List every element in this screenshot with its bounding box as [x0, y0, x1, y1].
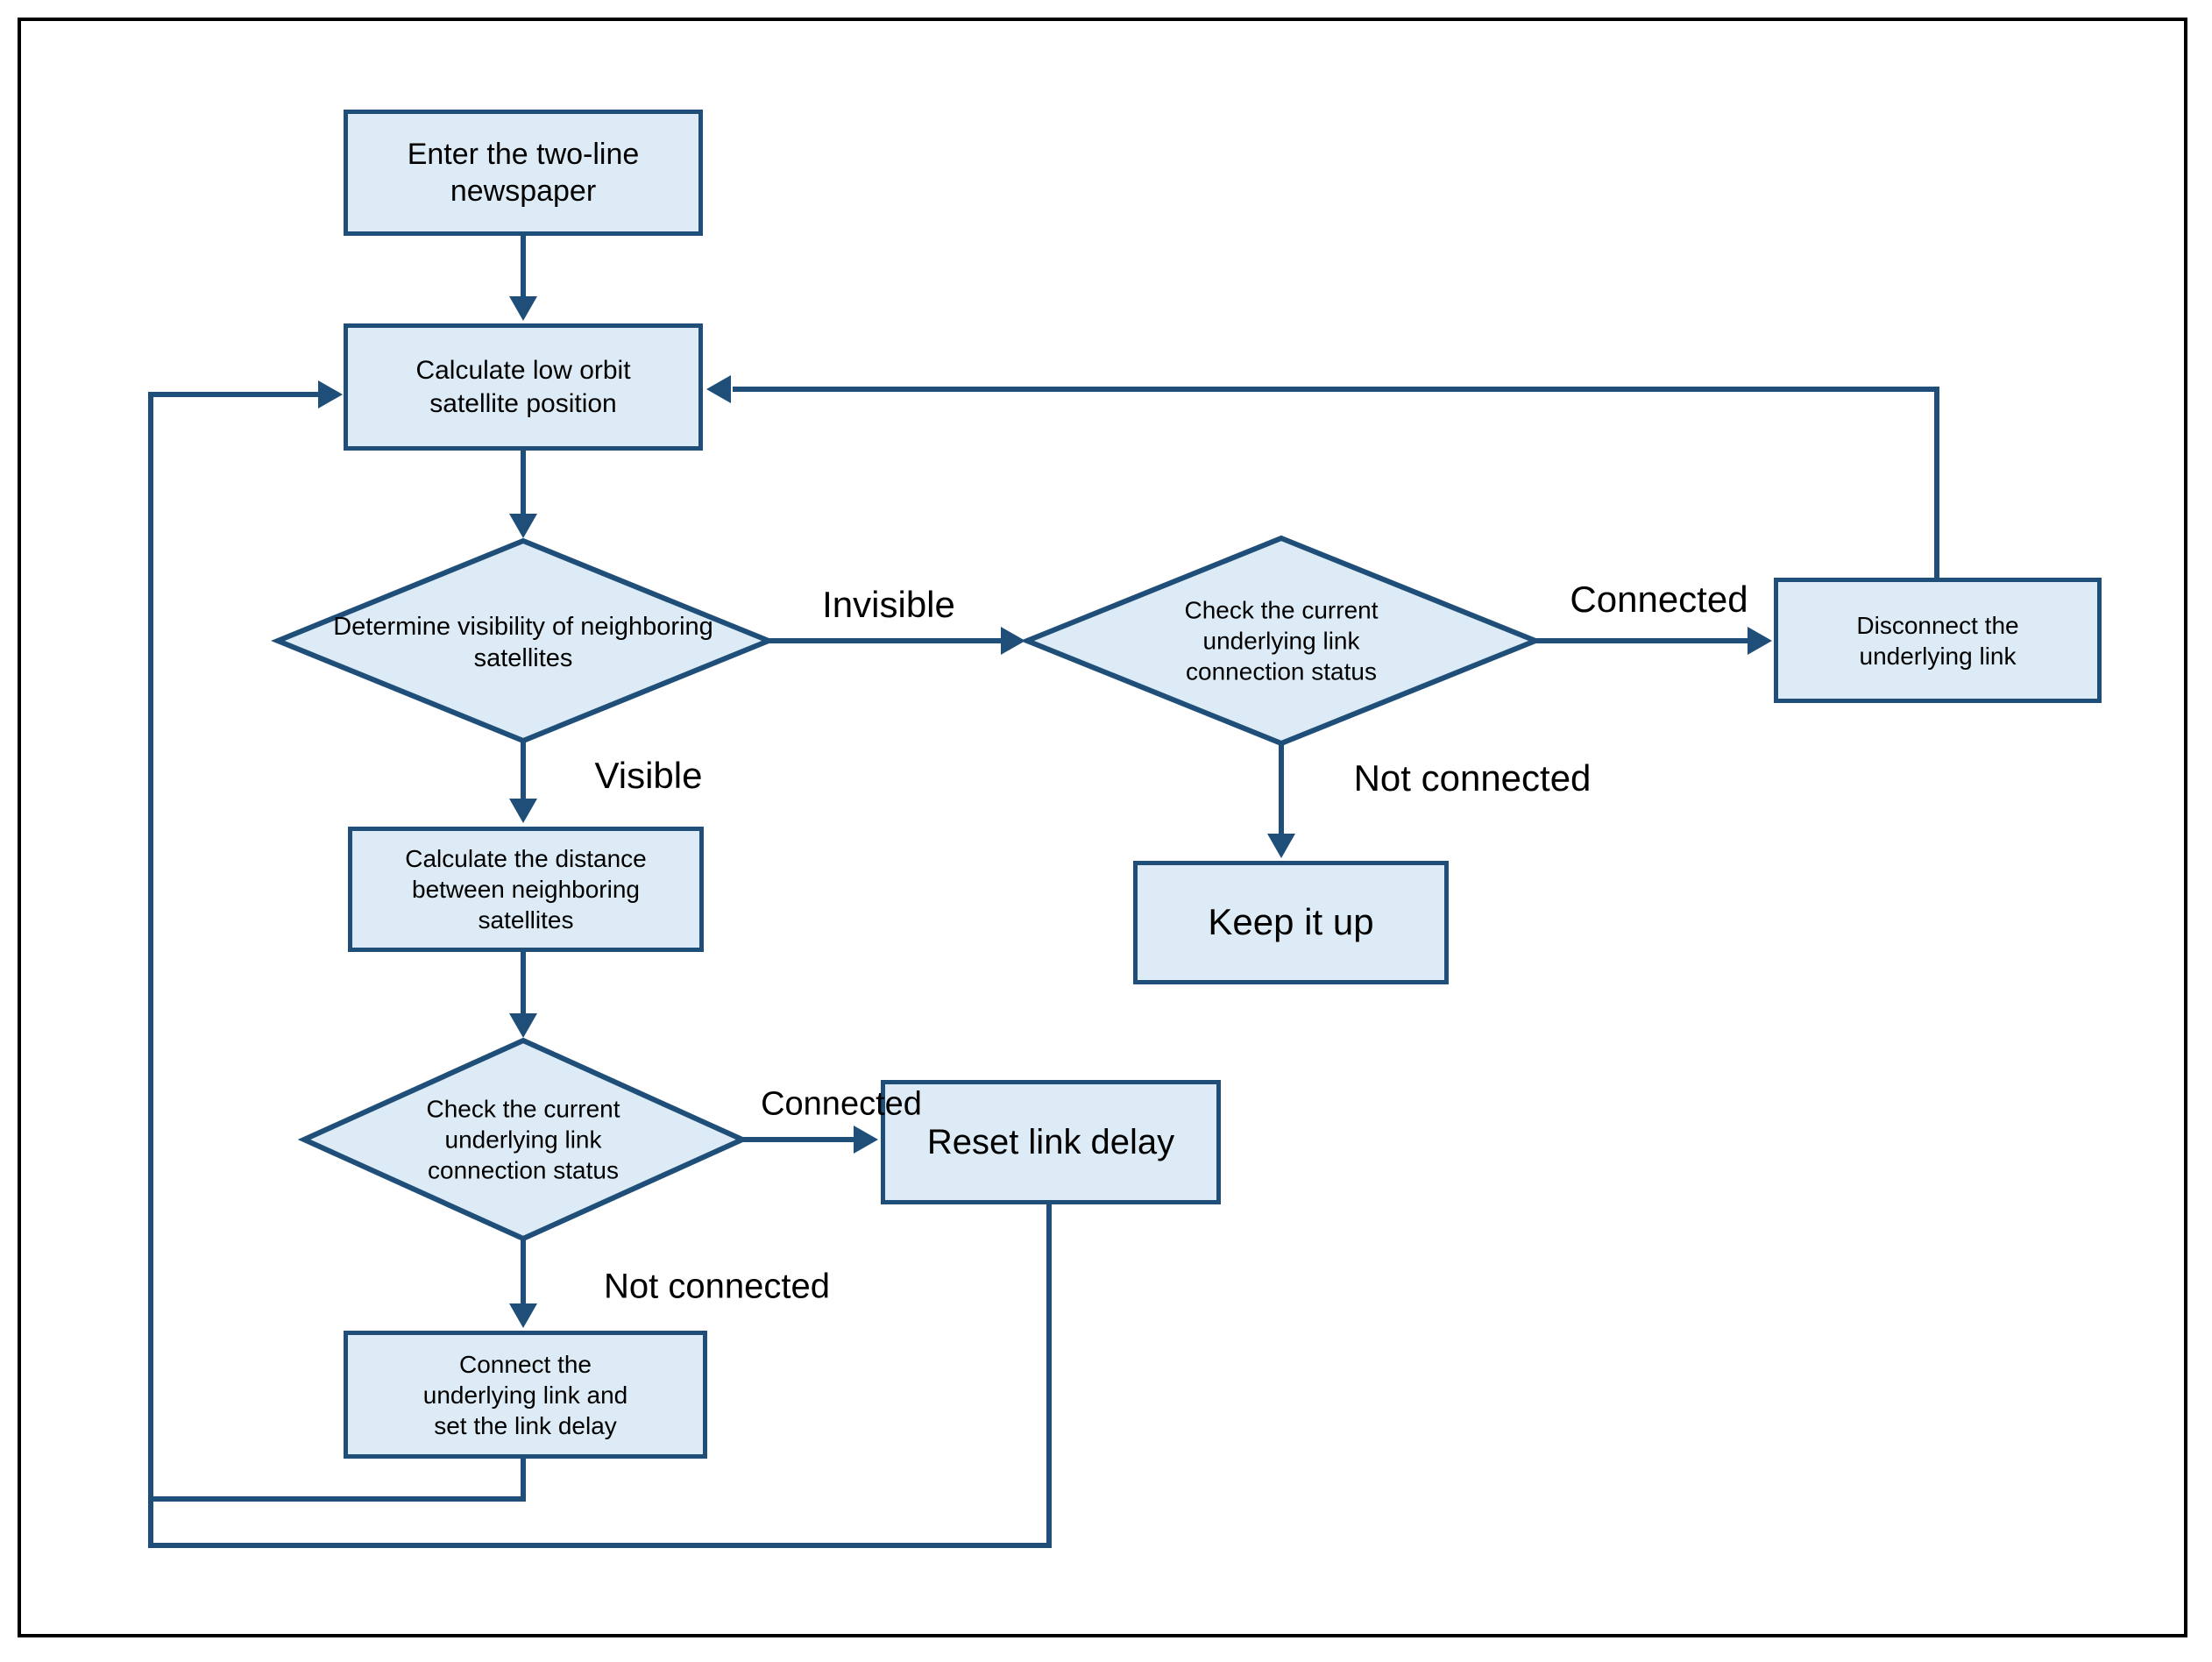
node-calc-position: Calculate low orbit satellite position	[344, 323, 703, 451]
decision-diamond-link-status-bottom	[297, 1037, 749, 1242]
loop-reset-to-spine	[151, 1204, 1052, 1548]
node-reset-link-delay-label: Reset link delay	[926, 1123, 1175, 1161]
arrowhead-not-connected-top	[1267, 834, 1295, 858]
node-calc-distance-label: Calculate the distance between neighbori…	[405, 845, 647, 934]
node-disconnect-link: Disconnect the underlying link	[1774, 578, 2102, 703]
diamond-link-status-bottom-label: Check the current underlying link connec…	[426, 1095, 620, 1184]
diamond-visibility-label: Determine visibility of neighboring sate…	[333, 612, 713, 672]
node-keep-it-up: Keep it up	[1133, 861, 1449, 984]
arrowhead-connected-top	[1748, 627, 1772, 655]
node-keep-it-up-label: Keep it up	[1208, 901, 1374, 943]
node-reset-link-delay: Reset link delay	[881, 1080, 1221, 1204]
loop-connect-to-spine	[151, 1458, 526, 1502]
node-connect-link: Connect the underlying link and set the …	[344, 1331, 707, 1459]
edge-label-visible: Visible	[594, 755, 703, 796]
arrowhead-distance-to-status	[509, 1013, 537, 1038]
node-calc-position-label: Calculate low orbit satellite position	[415, 356, 631, 418]
node-enter-two-line-label: Enter the two-line newspaper	[407, 137, 640, 209]
arrowhead-visible	[509, 799, 537, 823]
arrowhead-invisible	[1001, 627, 1025, 655]
node-enter-two-line: Enter the two-line newspaper	[344, 110, 703, 236]
arrowhead-connected-bottom	[854, 1126, 878, 1154]
diamond-link-status-top-label: Check the current underlying link connec…	[1184, 596, 1379, 685]
decision-diamond-visibility	[271, 537, 776, 744]
arrowhead-not-connected-bottom	[509, 1303, 537, 1328]
arrowhead-calc-to-visibility	[509, 514, 537, 538]
edge-label-not-connected-top: Not connected	[1353, 757, 1592, 799]
node-connect-link-label: Connect the underlying link and set the …	[422, 1350, 628, 1439]
loop-spine-to-calc	[148, 392, 321, 1548]
arrowhead-enter-to-calc	[509, 296, 537, 321]
node-disconnect-link-label: Disconnect the underlying link	[1856, 611, 2019, 670]
arrowhead-disconnect-to-calc	[706, 375, 731, 403]
arrowhead-spine-to-calc	[318, 380, 343, 408]
decision-diamond-link-status-top	[1019, 535, 1543, 747]
loop-disconnect-to-calc	[733, 387, 1939, 579]
edge-label-not-connected-bottom: Not connected	[604, 1267, 830, 1306]
node-calc-distance: Calculate the distance between neighbori…	[348, 827, 704, 952]
edge-label-connected-bottom: Connected	[761, 1085, 922, 1123]
edge-label-connected-top: Connected	[1570, 579, 1748, 620]
edge-label-invisible: Invisible	[822, 584, 955, 625]
outer-border	[18, 18, 2187, 1637]
